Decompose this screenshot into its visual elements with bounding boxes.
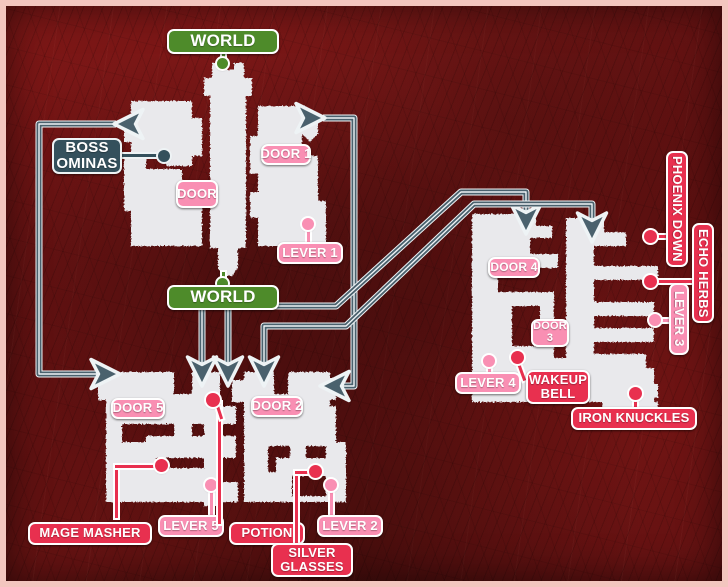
world-exit-top[interactable]: WORLD [167, 29, 279, 54]
marker-door-2[interactable]: DOOR 2 [251, 396, 303, 417]
potion-dot [206, 393, 220, 407]
phoenix-down-dot [644, 230, 657, 243]
world-exit-bottom[interactable]: WORLD [167, 285, 279, 310]
world-top-dot [217, 58, 228, 69]
lever-5-dot [205, 479, 217, 491]
marker-lever-1[interactable]: LEVER 1 [277, 242, 343, 264]
marker-phoenix-down[interactable]: PHOENIX DOWN [666, 151, 688, 267]
mage-masher-leader-h [115, 465, 161, 468]
marker-iron-knuckles[interactable]: IRON KNUCKLES [571, 407, 697, 430]
marker-lever-3[interactable]: LEVER 3 [669, 283, 689, 355]
echo-herbs-leader [652, 280, 696, 283]
silver-glasses-dot [309, 465, 322, 478]
silver-glasses-leader [295, 472, 298, 546]
marker-door-5[interactable]: DOOR 5 [111, 398, 165, 419]
iron-knuckles-stem [634, 393, 637, 413]
echo-herbs-dot [644, 275, 657, 288]
mage-masher-leader [115, 466, 118, 518]
lever-5-stem [210, 485, 213, 517]
silver-glasses-leader-h [295, 471, 315, 474]
map-label-layer: WORLD WORLD BOSS OMINAS DOOR DOOR 1 LEVE… [6, 6, 722, 581]
connector-southwest-to-east-inner [247, 200, 609, 388]
marker-door-4[interactable]: DOOR 4 [488, 257, 540, 278]
marker-silver-glasses[interactable]: SILVER GLASSES [271, 543, 353, 577]
marker-lever-5[interactable]: LEVER 5 [158, 515, 224, 537]
phoenix-down-leader [652, 235, 674, 238]
lever-1-stem [307, 224, 310, 248]
lever-1-dot [302, 218, 314, 230]
marker-echo-herbs[interactable]: ECHO HERBS [692, 223, 714, 323]
boss-ominas-leader [119, 154, 167, 157]
connector-southwest-to-east-outer [211, 188, 543, 388]
marker-boss-ominas[interactable]: BOSS OMINAS [52, 138, 122, 174]
marker-door-3[interactable]: DOOR 3 [531, 319, 569, 347]
lever-2-dot [325, 479, 337, 491]
marker-lever-4[interactable]: LEVER 4 [455, 372, 521, 394]
iron-knuckles-dot [629, 387, 642, 400]
boss-ominas-dot [158, 150, 170, 162]
lever-2-stem [330, 485, 333, 517]
lever-3-dot [649, 314, 661, 326]
connector-left-loop [35, 107, 145, 391]
world-bottom-dot [217, 278, 228, 289]
marker-door-1[interactable]: DOOR 1 [260, 144, 311, 165]
marker-lever-2[interactable]: LEVER 2 [317, 515, 383, 537]
mage-masher-dot [155, 459, 168, 472]
room-transition-connectors [35, 101, 609, 403]
connector-door1-door2 [294, 101, 358, 403]
map-background-plate: WORLD WORLD BOSS OMINAS DOOR DOOR 1 LEVE… [6, 6, 722, 581]
lever-4-stem [488, 361, 491, 379]
marker-wakeup-bell[interactable]: WAKEUP BELL [526, 370, 590, 404]
lever-4-dot [483, 355, 495, 367]
marker-door[interactable]: DOOR [176, 180, 218, 208]
potion-stem [218, 402, 221, 524]
marker-mage-masher[interactable]: MAGE MASHER [28, 522, 152, 545]
lever-3-leader [656, 319, 678, 322]
wakeup-bell-dot [511, 351, 524, 364]
marker-potion[interactable]: POTION [229, 522, 305, 545]
